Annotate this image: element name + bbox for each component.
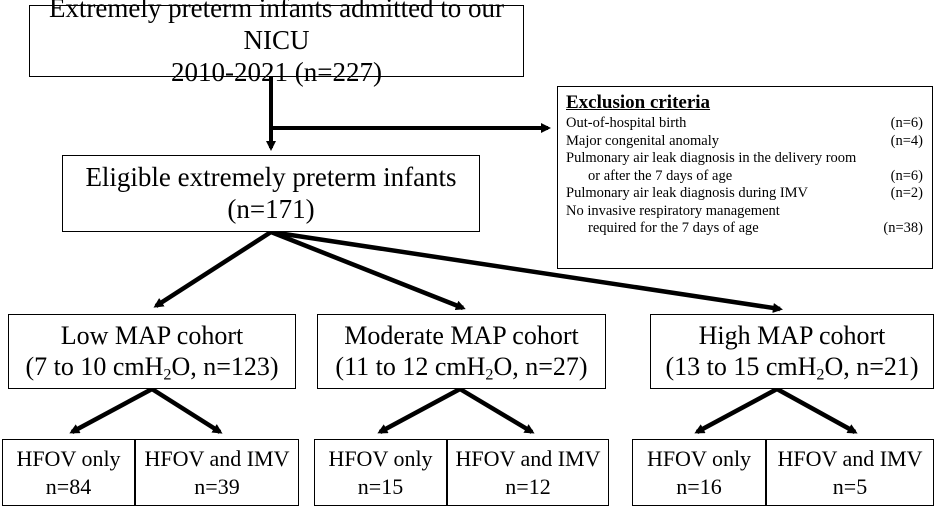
admitted-infants-box: Extremely preterm infants admitted to ou…	[29, 0, 524, 87]
exclusion-item: Pulmonary air leak diagnosis during IMV …	[566, 185, 923, 201]
arrow-moderate-to-leaf4	[458, 387, 535, 434]
exclusion-item-continued: required for the 7 days of age (n=38)	[588, 220, 923, 236]
exclusion-item: Out-of-hospital birth (n=6)	[566, 115, 923, 131]
high-map-cohort-box: High MAP cohort (13 to 15 cmH2O, n=21)	[650, 314, 934, 389]
cohort-range: (11 to 12 cmH2O, n=27)	[335, 351, 588, 383]
arrow-high-to-leaf5	[694, 387, 779, 434]
arrow-low-to-leaf1	[69, 387, 154, 434]
arrow-eligible-to-low	[153, 230, 273, 308]
leaf-high-hfov-only: HFOV only n=16	[632, 439, 766, 506]
arrow-eligible-to-moderate	[270, 229, 466, 311]
leaf-low-hfov-and-imv: HFOV and IMV n=39	[135, 439, 299, 506]
admitted-line-1: Extremely preterm infants admitted to ou…	[48, 0, 505, 56]
leaf-moderate-hfov-only: HFOV only n=15	[314, 439, 447, 506]
eligible-infants-box: Eligible extremely preterm infants (n=17…	[62, 155, 480, 232]
exclusion-item-continued: or after the 7 days of age (n=6)	[588, 167, 923, 184]
eligible-line-1: Eligible extremely preterm infants	[85, 161, 457, 192]
low-map-cohort-box: Low MAP cohort (7 to 10 cmH2O, n=123)	[8, 314, 296, 389]
cohort-range: (13 to 15 cmH2O, n=21)	[665, 351, 919, 383]
exclusion-item: No invasive respiratory management	[566, 202, 780, 219]
exclusion-title: Exclusion criteria	[566, 92, 711, 113]
cohort-range: (7 to 10 cmH2O, n=123)	[25, 351, 279, 383]
leaf-high-hfov-and-imv: HFOV and IMV n=5	[766, 439, 934, 506]
leaf-moderate-hfov-and-imv: HFOV and IMV n=12	[447, 439, 609, 506]
cohort-name: High MAP cohort	[698, 320, 886, 350]
admitted-line-2: 2010-2021 (n=227)	[171, 56, 382, 87]
cohort-name: Low MAP cohort	[60, 320, 244, 350]
eligible-line-2: (n=171)	[227, 193, 315, 224]
moderate-map-cohort-box: Moderate MAP cohort (11 to 12 cmH2O, n=2…	[317, 314, 606, 389]
exclusion-item: Pulmonary air leak diagnosis in the deli…	[566, 150, 857, 166]
arrow-moderate-to-leaf3	[377, 387, 462, 434]
exclusion-item: Major congenital anomaly (n=4)	[566, 132, 923, 149]
exclusion-criteria-box: Exclusion criteria Out-of-hospital birth…	[557, 86, 933, 269]
arrow-eligible-to-high	[270, 229, 783, 313]
arrow-low-to-leaf2	[150, 387, 223, 434]
cohort-name: Moderate MAP cohort	[344, 320, 579, 350]
leaf-low-hfov-only: HFOV only n=84	[2, 439, 135, 506]
arrow-high-to-leaf6	[775, 387, 858, 434]
